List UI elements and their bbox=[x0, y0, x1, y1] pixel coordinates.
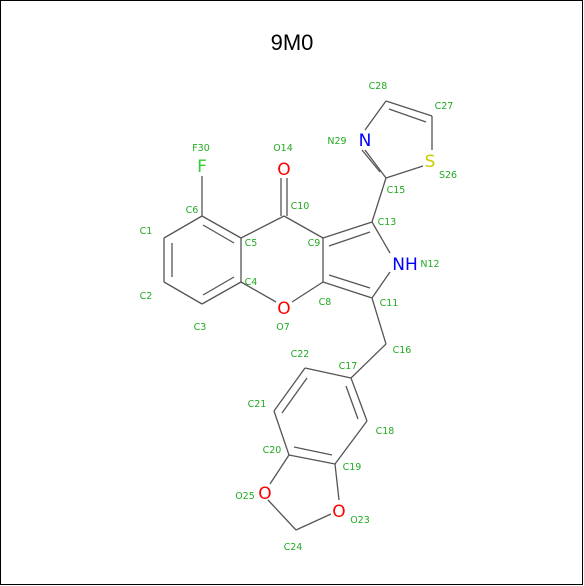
bond bbox=[371, 177, 387, 223]
bond bbox=[328, 231, 371, 247]
bond bbox=[202, 276, 235, 296]
bond bbox=[385, 100, 433, 117]
ring-oxygen-atom: O bbox=[277, 299, 290, 319]
atom-label: C15 bbox=[387, 185, 406, 196]
bond bbox=[371, 221, 391, 254]
atom-label: C22 bbox=[291, 349, 310, 360]
bond bbox=[267, 499, 297, 531]
atom-label: C8 bbox=[319, 297, 332, 308]
atom-label: C16 bbox=[393, 345, 412, 356]
bond bbox=[201, 281, 242, 305]
atom-label: C10 bbox=[291, 201, 310, 212]
atom-label: C28 bbox=[369, 81, 388, 92]
bond bbox=[361, 149, 381, 173]
atom-label: C5 bbox=[245, 238, 258, 249]
atom-labels: F30 O14 C10 C6 C1 C5 C9 C13 C15 N29 C28 … bbox=[140, 81, 457, 553]
bond bbox=[345, 385, 359, 420]
bond bbox=[281, 377, 308, 414]
bond bbox=[350, 377, 368, 422]
bond bbox=[201, 215, 242, 239]
fluorine-atom: F bbox=[197, 157, 207, 177]
bond bbox=[364, 100, 387, 131]
atom-label: C9 bbox=[308, 238, 321, 249]
atom-label: C24 bbox=[284, 542, 303, 553]
atom-label: C18 bbox=[376, 426, 395, 437]
atom-label: O14 bbox=[273, 143, 293, 154]
bond bbox=[388, 108, 427, 123]
atom-label: C1 bbox=[140, 226, 153, 237]
carbonyl-oxygen-atom: O bbox=[277, 160, 290, 180]
atom-label: O7 bbox=[276, 322, 290, 333]
bond bbox=[350, 343, 387, 379]
molecule-title: 9M0 bbox=[271, 30, 314, 55]
atom-label: C13 bbox=[378, 217, 397, 228]
atom-label: C27 bbox=[435, 101, 454, 112]
atom-label: C11 bbox=[380, 298, 399, 309]
bond bbox=[163, 215, 203, 239]
atom-label: C20 bbox=[263, 445, 282, 456]
bond bbox=[334, 420, 368, 465]
atom-label: N12 bbox=[420, 259, 439, 270]
bond bbox=[334, 463, 340, 501]
atom-label: O23 bbox=[350, 515, 370, 526]
dioxole-oxygen-atom-right: O bbox=[332, 502, 345, 522]
atom-label: F30 bbox=[192, 143, 210, 154]
bond bbox=[273, 410, 290, 456]
bond bbox=[295, 513, 332, 531]
bond-layer bbox=[163, 100, 433, 531]
atom-label: O25 bbox=[235, 491, 255, 502]
bond bbox=[364, 149, 387, 179]
atom-label: C2 bbox=[140, 291, 153, 302]
dioxole-oxygen-atom-left: O bbox=[258, 484, 271, 504]
bond bbox=[202, 224, 235, 244]
bond bbox=[304, 367, 352, 379]
bond bbox=[322, 221, 373, 239]
atom-label: S26 bbox=[439, 170, 457, 181]
bond bbox=[269, 454, 290, 485]
bond bbox=[293, 446, 333, 456]
atom-label: C17 bbox=[339, 361, 358, 372]
atom-symbols: F O O NH N S O O bbox=[197, 131, 435, 522]
bond bbox=[328, 274, 371, 289]
bond bbox=[322, 281, 373, 299]
bond bbox=[291, 281, 324, 303]
atom-label: N29 bbox=[327, 136, 346, 147]
bond bbox=[240, 281, 277, 303]
thiazole-nitrogen-atom: N bbox=[359, 131, 372, 151]
sulfur-atom: S bbox=[425, 152, 436, 172]
atom-label: C21 bbox=[248, 399, 267, 410]
bond bbox=[283, 215, 324, 239]
bond bbox=[240, 215, 285, 239]
atom-label: C19 bbox=[343, 462, 362, 473]
atom-label: C4 bbox=[245, 277, 258, 288]
bond bbox=[385, 165, 424, 179]
bond bbox=[371, 297, 387, 345]
pyrrole-nitrogen-atom: NH bbox=[392, 255, 418, 275]
atom-label: C3 bbox=[194, 322, 207, 333]
bond bbox=[273, 367, 306, 412]
bond bbox=[371, 271, 391, 299]
bond bbox=[163, 281, 203, 305]
bond bbox=[288, 454, 336, 465]
atom-label: C6 bbox=[186, 205, 199, 216]
